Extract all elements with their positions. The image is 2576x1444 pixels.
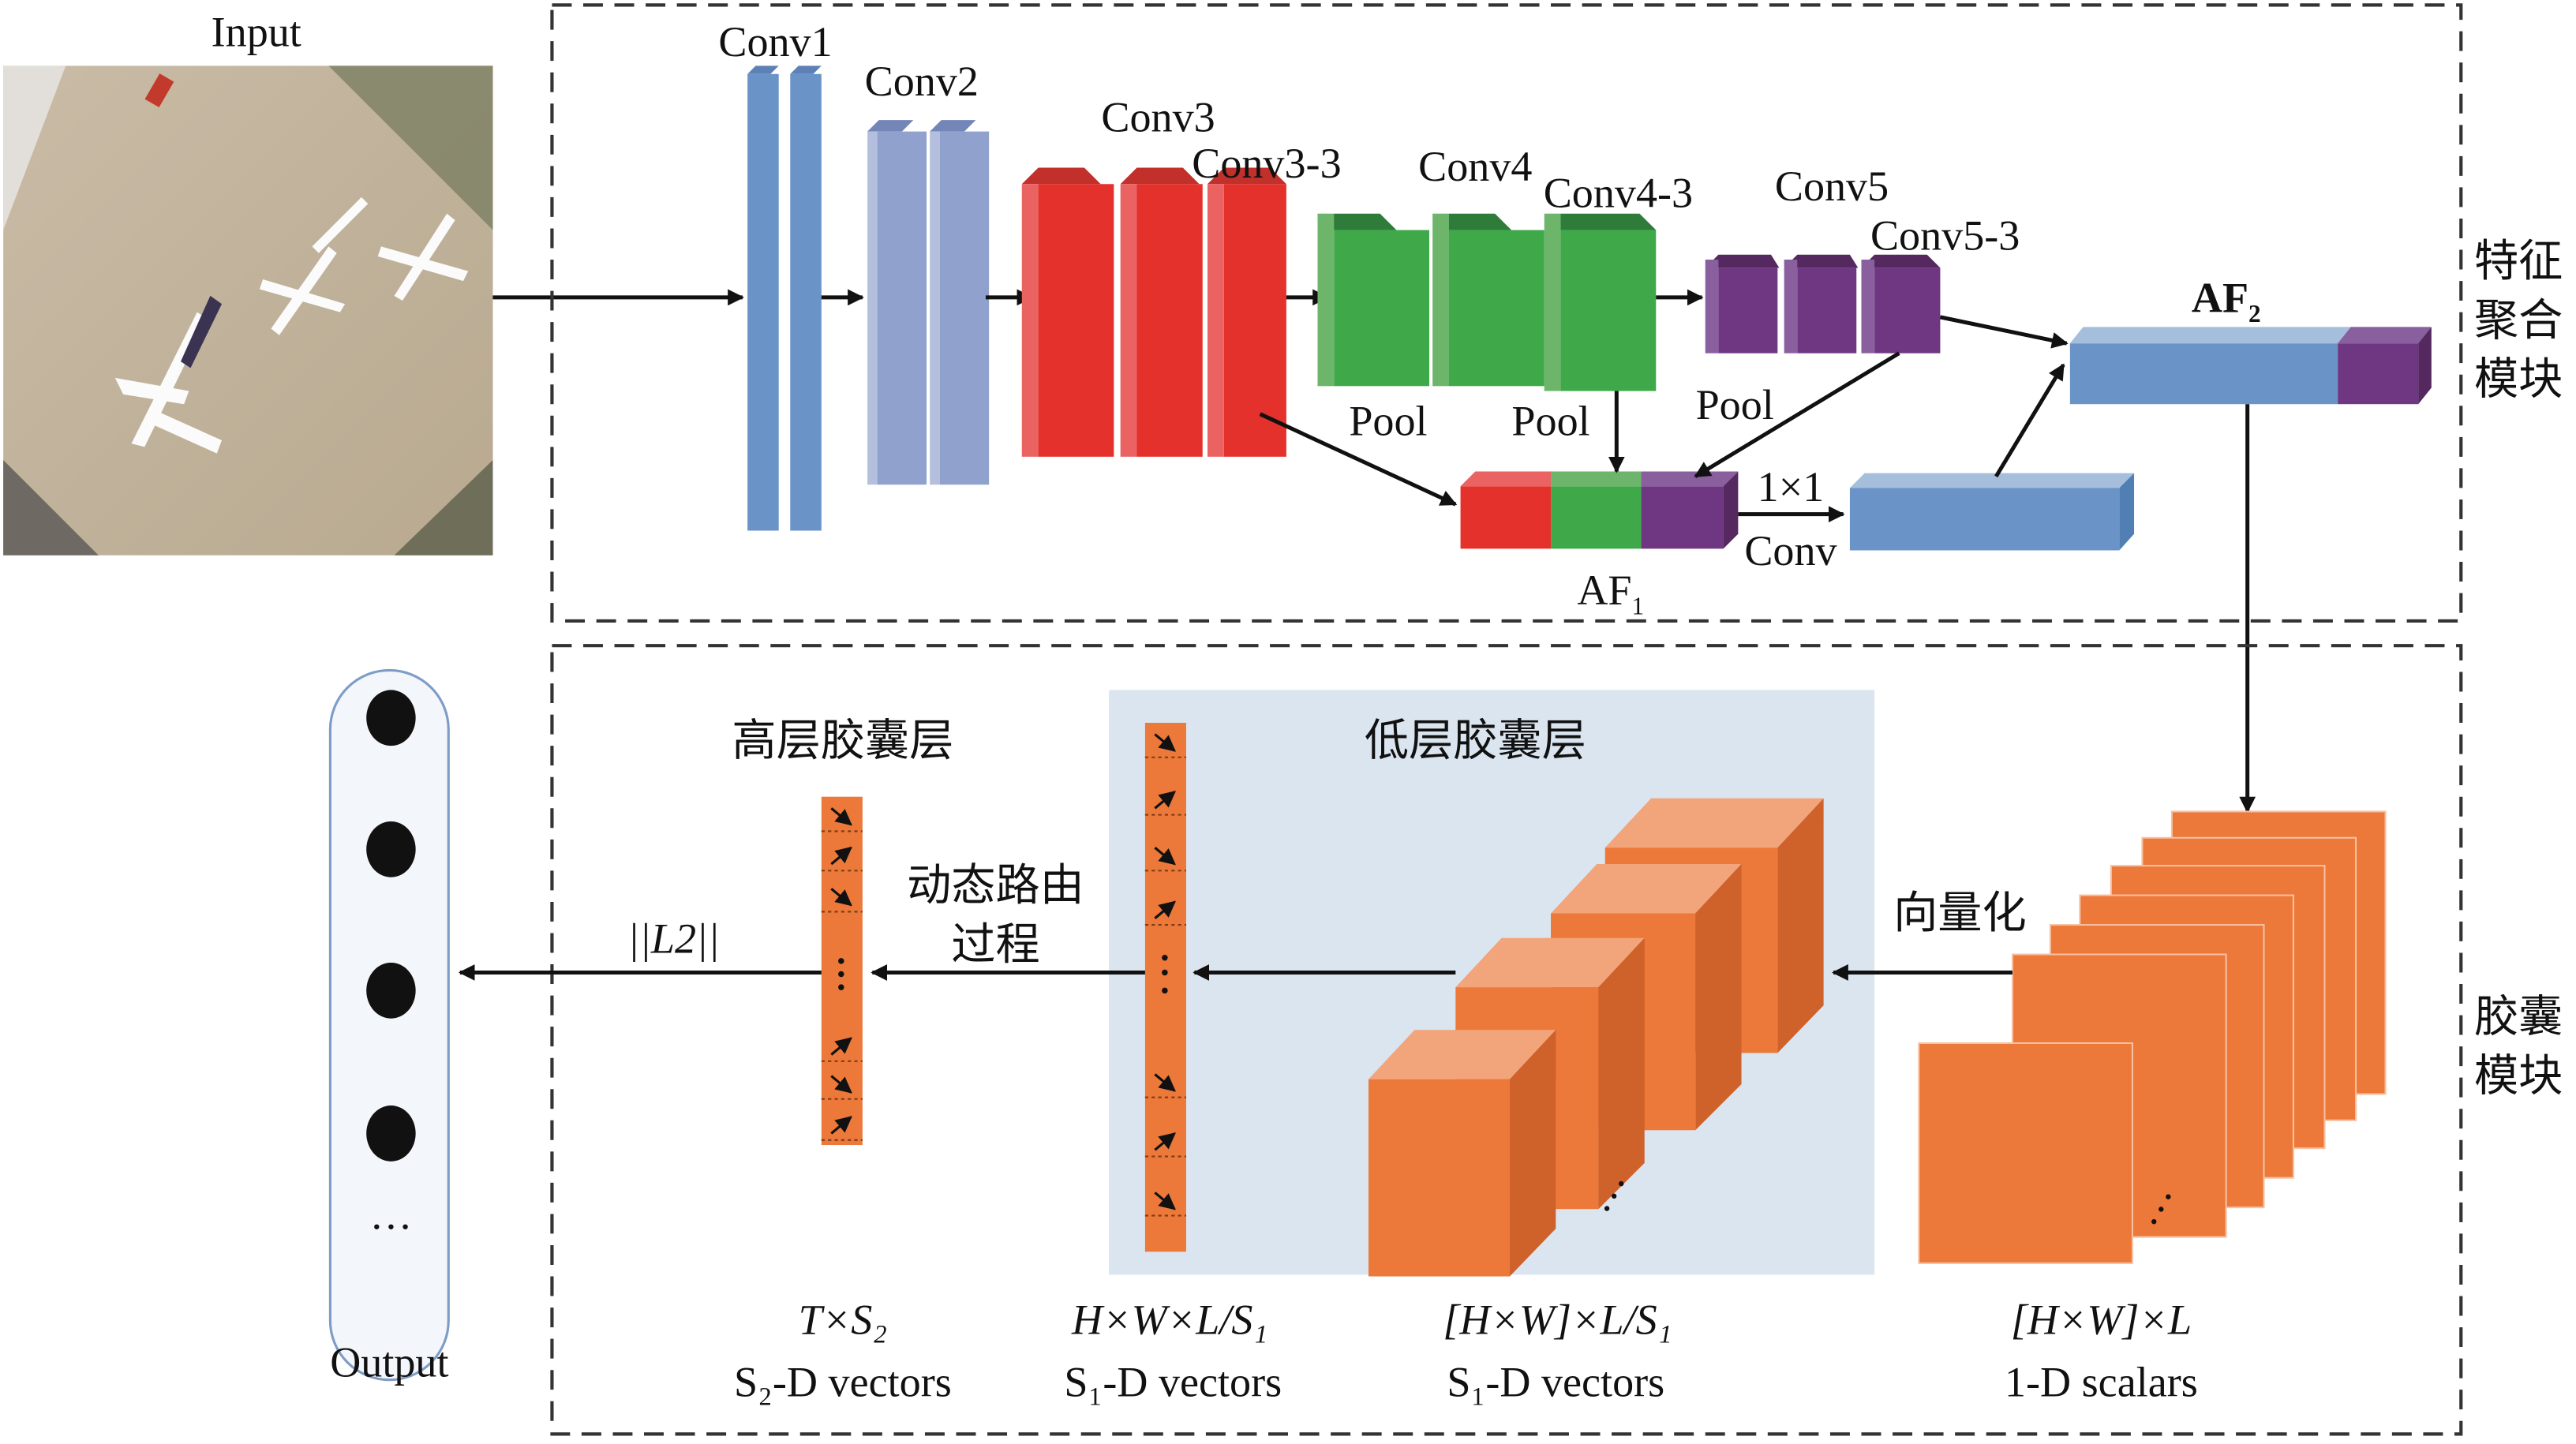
output-label: Output	[330, 1339, 448, 1386]
capsule-module-box	[550, 644, 2463, 1436]
pool-label-1: Pool	[1349, 398, 1427, 445]
conv2-block	[867, 120, 990, 485]
low-capsule-cubes	[1368, 798, 1824, 1277]
low-capsule-vector	[1144, 723, 1186, 1252]
high-capsule-vector	[821, 796, 863, 1146]
svg-text:模块: 模块	[2474, 354, 2563, 406]
feature-aggregation-module-box	[550, 3, 2463, 623]
conv1x1-bottom-label: Conv	[1744, 527, 1837, 574]
vector-arrow-icon	[830, 1037, 852, 1056]
dim-scalar-line1: [H×W]×L	[2011, 1296, 2192, 1343]
vector-arrow-icon	[1154, 1191, 1176, 1210]
input-label: Input	[212, 8, 301, 55]
vector-arrow-icon	[830, 1116, 852, 1135]
vector-arrow-icon	[830, 846, 852, 866]
output-capsule	[328, 668, 450, 1382]
vector-arrow-icon	[1154, 791, 1176, 810]
vector-arrow-icon	[1154, 900, 1176, 919]
vector-arrow-icon	[830, 807, 852, 826]
conv1x1-top-label: 1×1	[1758, 463, 1825, 511]
conv4-3-label: Conv4-3	[1544, 169, 1693, 216]
ellipsis-dot	[838, 984, 844, 990]
conv2-label: Conv2	[865, 58, 979, 105]
svg-text:模块: 模块	[2474, 1050, 2563, 1102]
dim-scalar-line2: 1-D scalars	[2005, 1359, 2198, 1406]
conv5-label: Conv5	[1775, 163, 1889, 210]
conv4-block	[1317, 213, 1657, 391]
dim-high-line2: S₂-D vectors	[734, 1359, 952, 1406]
ellipsis-dot	[1162, 954, 1168, 961]
output-node	[366, 821, 416, 877]
svg-text:特征: 特征	[2474, 236, 2563, 287]
ellipsis-dot	[1162, 987, 1168, 994]
input-image	[3, 65, 493, 556]
feature-map-stack	[1918, 810, 2387, 1264]
capsule-module-side-label: 胶囊 模块	[2474, 991, 2563, 1102]
af2-label: AF2	[2192, 275, 2261, 327]
conv1-label: Conv1	[718, 18, 832, 65]
output-node	[366, 962, 416, 1019]
ellipsis-dot	[838, 958, 844, 964]
output-ellipsis: …	[369, 1191, 412, 1238]
svg-text:聚合: 聚合	[2474, 295, 2563, 346]
norm-label: ||L2||	[627, 915, 720, 962]
svg-text:胶囊: 胶囊	[2474, 991, 2563, 1042]
output-nodes	[366, 690, 416, 1162]
dimension-captions: T×S₂ S₂-D vectors H×W×L/S₁ S₁-D vectors …	[734, 1296, 2198, 1405]
routing-label-line1: 动态路由	[907, 860, 1084, 911]
af1-block	[1460, 471, 1739, 549]
af1-label: AF1	[1577, 567, 1644, 619]
conv3-label: Conv3	[1101, 94, 1215, 141]
pool-label-3: Pool	[1696, 381, 1774, 428]
pool-label-2: Pool	[1511, 398, 1589, 445]
conv1x1-output-block	[1849, 473, 2135, 551]
vector-arrow-icon	[1154, 1073, 1176, 1092]
conv5-block	[1705, 254, 1941, 354]
dim-high-line1: T×S₂	[799, 1296, 887, 1343]
vector-arrow-icon	[1154, 733, 1176, 752]
vectorize-label: 向量化	[1893, 888, 2027, 939]
vector-arrow-icon	[1154, 1132, 1176, 1151]
conv4-label: Conv4	[1418, 143, 1532, 190]
af2-block	[2069, 327, 2432, 405]
ellipsis-dot	[838, 971, 844, 978]
low-capsule-title: 低层胶囊层	[1365, 716, 1586, 767]
vector-arrow-icon	[830, 888, 852, 907]
output-node	[366, 690, 416, 746]
conv3-3-label: Conv3-3	[1192, 140, 1341, 187]
output-node	[366, 1105, 416, 1162]
conv1-block	[747, 65, 822, 531]
conv3-block	[1021, 167, 1286, 457]
ellipsis-dot	[1162, 969, 1168, 976]
conv5-3-label: Conv5-3	[1870, 212, 2020, 260]
vector-arrow-icon	[1154, 847, 1176, 866]
vector-arrow-icon	[830, 1075, 852, 1094]
dim-low-vec-line1: H×W×L/S₁	[1071, 1296, 1267, 1343]
dim-low-vec-line2: S₁-D vectors	[1064, 1359, 1282, 1406]
feature-module-side-label: 特征 聚合 模块	[2474, 236, 2563, 406]
high-capsule-title: 高层胶囊层	[732, 716, 953, 767]
dim-low-cube-line2: S₁-D vectors	[1447, 1359, 1664, 1406]
routing-label-line2: 过程	[951, 919, 1039, 971]
dim-low-cube-line1: [H×W]×L/S₁	[1443, 1296, 1672, 1343]
